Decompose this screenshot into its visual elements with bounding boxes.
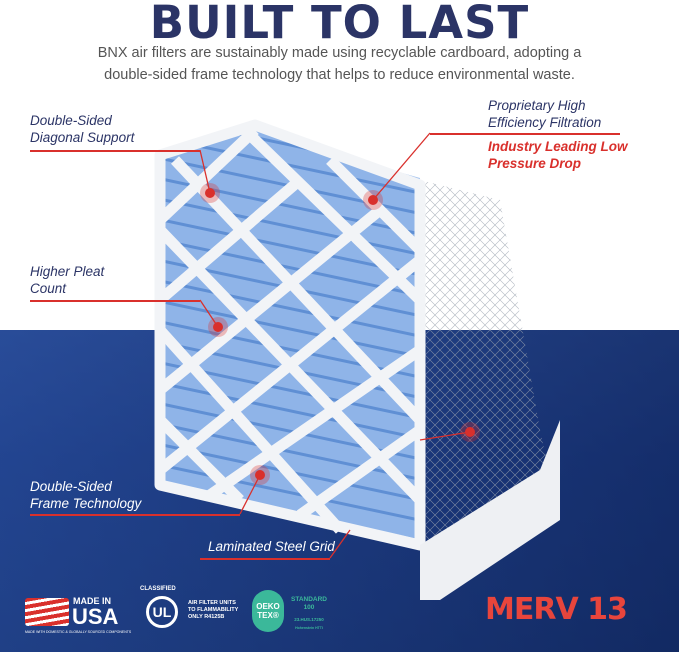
ul-logo-icon: UL: [146, 596, 178, 628]
callout-steel-grid: Laminated Steel Grid: [208, 539, 335, 554]
subtitle: BNX air filters are sustainably made usi…: [97, 45, 582, 83]
us-flag-icon: [25, 598, 69, 626]
callout-line: [30, 514, 240, 516]
callout-line: [200, 558, 330, 560]
page-title: BUILT TO LAST: [149, 0, 530, 49]
callout-line: [430, 133, 620, 135]
callout-line: [30, 150, 200, 152]
callout-line: [30, 300, 200, 302]
merv-rating: MERV 13: [485, 592, 628, 627]
